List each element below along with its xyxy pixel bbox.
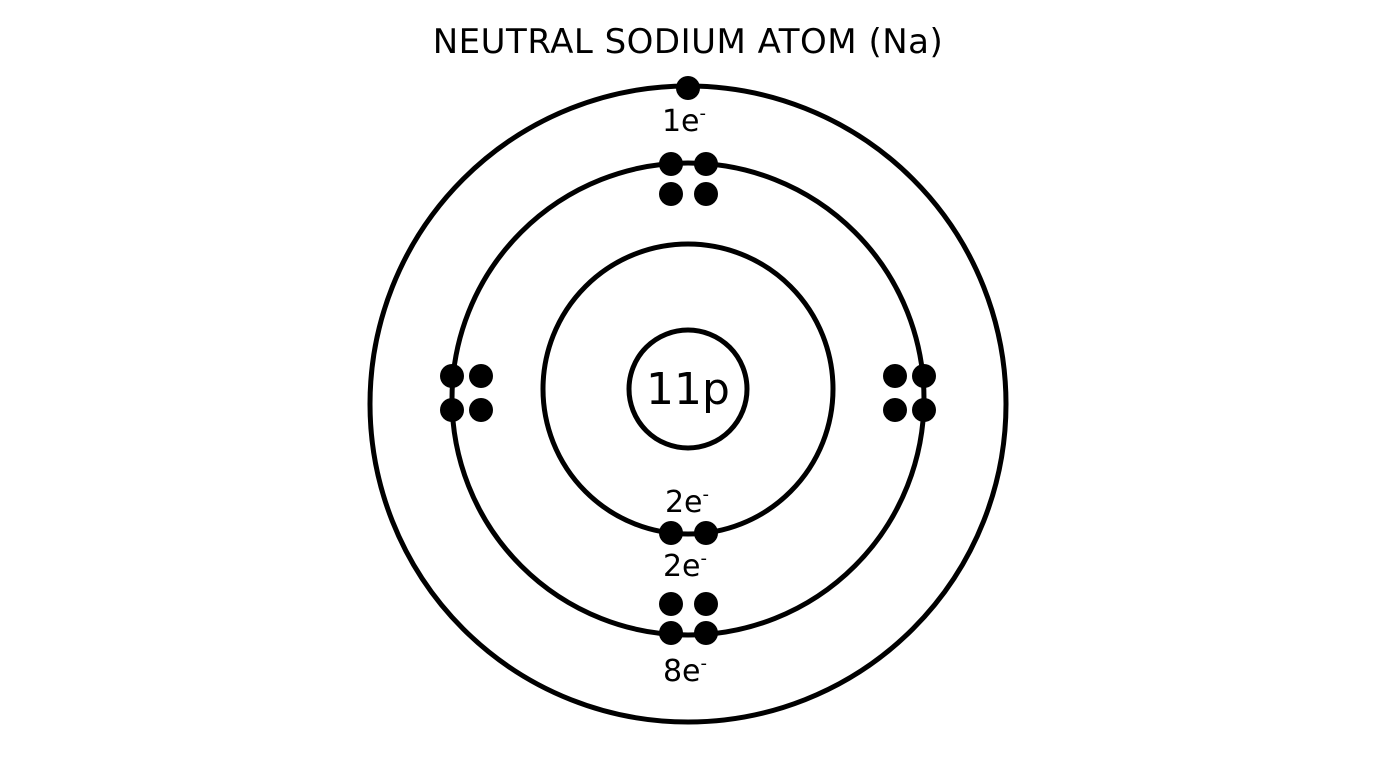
outer-shell-label-sup: - [700,103,707,124]
inner-shell-orbit [540,241,836,537]
middle-shell-label-top: 2e- [663,548,707,584]
middle-shell-label-top-sup: - [701,548,708,569]
outer-shell-electron [676,76,700,100]
nucleus-label: 11p [646,364,730,415]
nucleus-circle [626,327,750,451]
middle-shell-label-bottom: 8e- [663,653,707,689]
middle-shell-electron-left [469,398,493,422]
middle-shell-electron-bottom [659,592,683,616]
diagram-title: NEUTRAL SODIUM ATOM (Na) [433,22,944,62]
inner-shell-electron [659,521,683,545]
outer-shell-label: 1e- [662,103,706,139]
middle-shell-electron-right [883,398,907,422]
middle-shell-electron-right [912,398,936,422]
middle-shell-electron [659,152,683,176]
middle-shell-electron [694,152,718,176]
inner-shell-label: 2e- [665,484,709,520]
middle-shell-electron-bottom [659,621,683,645]
middle-shell-electron-bottom [694,621,718,645]
middle-shell-label-bottom-sup: - [701,653,708,674]
inner-shell-label-sup: - [703,484,710,505]
middle-shell-electron [659,182,683,206]
middle-shell-electron-bottom [694,592,718,616]
middle-shell-electron-left [440,364,464,388]
middle-shell-electron-right [912,364,936,388]
inner-shell-electron [694,521,718,545]
middle-shell-electron-left [469,364,493,388]
middle-shell-electron [694,182,718,206]
middle-shell-electron-left [440,398,464,422]
middle-shell-electron-right [883,364,907,388]
